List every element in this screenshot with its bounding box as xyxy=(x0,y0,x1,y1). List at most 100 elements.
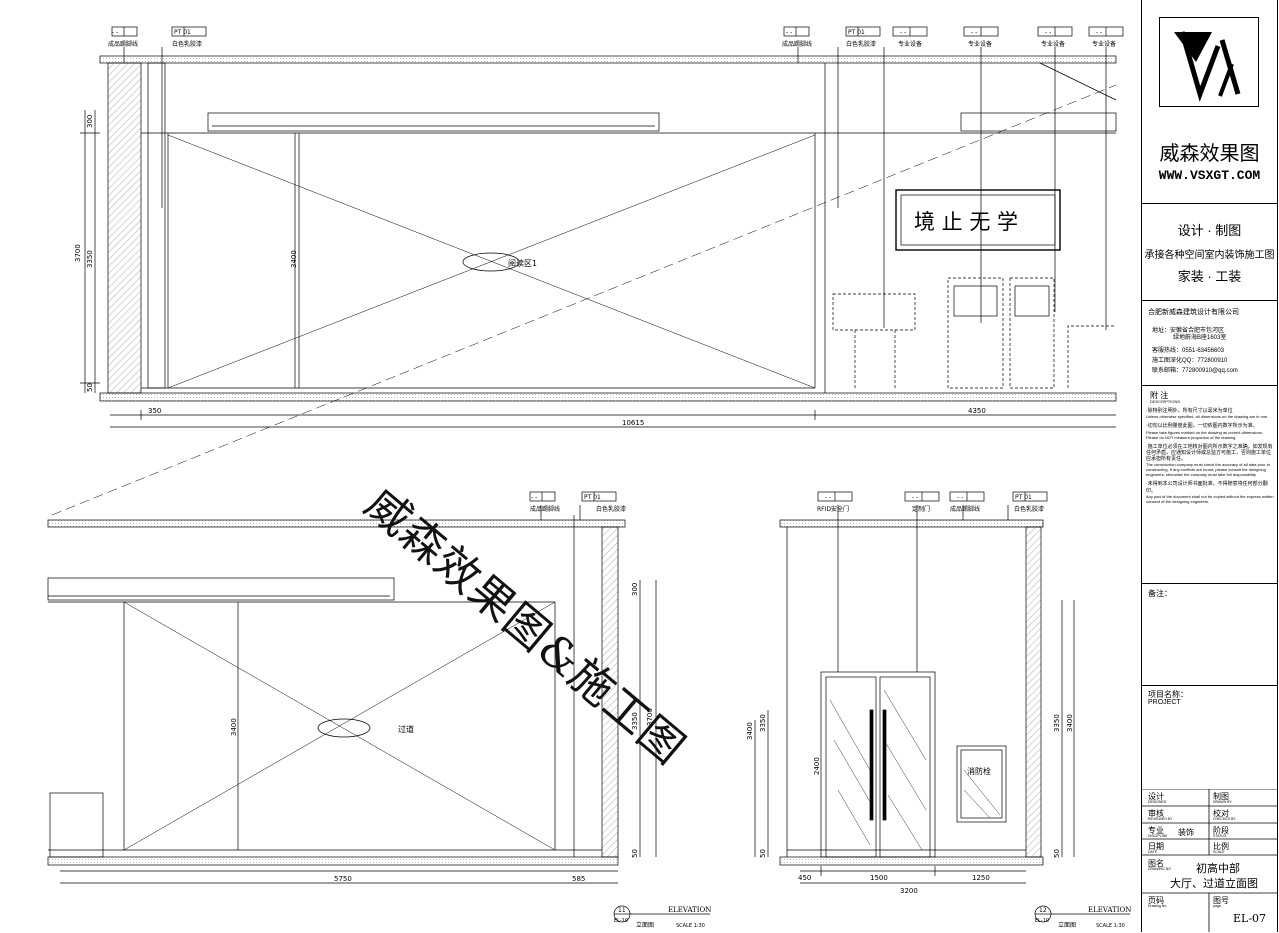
top-tag-label-3: 成品踢脚线 xyxy=(782,40,812,48)
note-1: ·除特别注明外，所有尺寸以毫米为单位 xyxy=(1146,408,1233,414)
project-label: 项目名称： xyxy=(1148,690,1188,699)
sign-fields: 设计 DESIGNED 制图 DRAWN BY 审核 REVIEWED BY 校… xyxy=(1142,789,1277,932)
left-tag-label-1: 成品踢脚线 xyxy=(530,505,560,513)
right-tag-label-1: RFID安全门 xyxy=(817,505,849,513)
service-line-2: 承接各种空间室内装饰施工图 xyxy=(1144,250,1275,261)
door-dim-2400: 2400 xyxy=(813,757,821,775)
right-dim-3400-right: 3400 xyxy=(1066,714,1074,732)
note-3: ·施工单位必须在工地核对图内所示数字之准确，如发现有任何矛盾，应通知设计师或总监… xyxy=(1146,443,1273,463)
field-scale-en: SCALE xyxy=(1213,850,1225,854)
remarks-label: 备注： xyxy=(1148,589,1172,598)
left-dim-3350: 3350 xyxy=(631,712,639,730)
email: 联系邮箱：772800910@qq.com xyxy=(1152,368,1238,374)
left-dims: 300 3350 3700 50 3400 5750 585 xyxy=(230,583,654,883)
right-dim-3200: 3200 xyxy=(900,887,918,895)
left-dim-3400: 3400 xyxy=(230,718,238,736)
right-tag-code-1: - - xyxy=(825,494,831,501)
top-dim-350: 350 xyxy=(148,407,161,415)
left-title-scale: SCALE 1:30 xyxy=(676,923,705,929)
field-major-en: DISCIPLINE xyxy=(1148,834,1168,838)
field-date: 日期 xyxy=(1148,842,1164,851)
right-tag-code-3: - - xyxy=(957,494,963,501)
fire-hydrant-label: 消防栓 xyxy=(967,766,991,776)
note-2-en: Please take figures marked on the drawin… xyxy=(1146,429,1263,440)
field-stage-en: STATUS xyxy=(1213,834,1227,838)
note-3-en: The construction company must check the … xyxy=(1146,462,1271,478)
address-line-1: 地址：安徽省合肥市包河区 xyxy=(1152,328,1225,334)
elevation-drawing: - - 成品踢脚线 PT 01 白色乳胶漆 - - 成品踢脚线 PT 01 白色… xyxy=(47,26,1131,929)
area-label-corridor: 过道 xyxy=(398,724,414,734)
right-tag-code-4: PT 01 xyxy=(1015,494,1032,501)
right-title-name: 立面图 xyxy=(1058,921,1076,929)
field-stage: 阶段 xyxy=(1213,826,1229,835)
top-tag-code-5: - - xyxy=(900,29,906,36)
right-title: 12 EL-10 立面图 ELEVATION SCALE 1:30 xyxy=(1035,906,1131,929)
top-dim-3700: 3700 xyxy=(74,244,82,262)
notes-list: ·除特别注明外，所有尺寸以毫米为单位 Unless otherwise spec… xyxy=(1146,408,1274,504)
field-drawing-name-en: DRAWING NO xyxy=(1148,867,1172,871)
left-dim-585: 585 xyxy=(572,875,585,883)
project-label-en: PROJECT xyxy=(1148,699,1181,706)
right-tag-label-4: 白色乳胶漆 xyxy=(1014,505,1044,513)
right-dim-3350-right: 3350 xyxy=(1053,714,1061,732)
drawing-name-line-1: 初高中部 xyxy=(1196,862,1240,875)
company-website: WWW.VSXGT.COM xyxy=(1158,168,1261,183)
vs-logo-icon xyxy=(1174,31,1241,102)
firm-name: 合肥新威森建筑设计有限公司 xyxy=(1148,309,1239,316)
field-design-en: DESIGNED xyxy=(1148,800,1167,804)
left-tag-code-2: PT 01 xyxy=(584,494,601,501)
notes-title: 附 注 xyxy=(1150,391,1169,400)
top-dim-3400: 3400 xyxy=(290,250,298,268)
field-check: 校对 xyxy=(1213,809,1229,818)
top-tag-code-6: - - xyxy=(971,29,977,36)
top-tag-code-8: - - xyxy=(1096,29,1102,36)
right-dim-50-left: 50 xyxy=(759,849,767,858)
note-4: ·未得到本公司设计师书面批准，不得随意将任何部分翻印。 xyxy=(1146,481,1268,494)
field-drawing-name: 图名 xyxy=(1148,859,1164,868)
sheet-number: EL-07 xyxy=(1233,912,1267,925)
right-title-en: ELEVATION xyxy=(1088,906,1131,914)
title-block: 威森效果图 WWW.VSXGT.COM 设计 · 制图 承接各种空间室内装饰施工… xyxy=(1141,0,1278,932)
top-tags xyxy=(111,26,1124,37)
field-page: 页码 xyxy=(1148,896,1164,905)
right-tag-label-3: 成品踢脚线 xyxy=(950,505,980,513)
top-tag-code-1: - - xyxy=(112,29,118,36)
top-elevation xyxy=(51,47,1117,516)
right-title-num: 12 xyxy=(1039,907,1047,914)
top-dim-50: 50 xyxy=(86,383,94,392)
top-tag-code-3: - - xyxy=(786,29,792,36)
qq: 施工图深化QQ：772800910 xyxy=(1152,358,1228,364)
top-tag-label-8: 专业设备 xyxy=(1092,40,1116,48)
field-page-en: Drawing No. xyxy=(1148,904,1168,908)
field-grid-lines xyxy=(1142,789,1277,932)
company-name: 威森效果图 xyxy=(1159,143,1260,165)
field-review: 审核 xyxy=(1148,809,1164,818)
note-2: ·切勿以比例量度此图，一切依图内数字所示为准。 xyxy=(1146,423,1258,430)
right-dim-1250: 1250 xyxy=(972,874,990,882)
right-tag-label-2: 定制门 xyxy=(912,505,930,513)
right-title-sheet: EL-10 xyxy=(1035,918,1049,924)
left-tag-code-1: - - xyxy=(531,494,537,501)
left-title-sheet: EL-10 xyxy=(614,918,628,924)
top-tag-label-7: 专业设备 xyxy=(1041,40,1065,48)
left-title: 11 EL-10 立面图 ELEVATION SCALE 1:30 xyxy=(614,906,711,929)
note-4-en: Any part of the document shall not be co… xyxy=(1146,494,1274,505)
right-tag-text: - - RFID安全门 - - 定制门 - - 成品踢脚线 PT 01 白色乳胶… xyxy=(817,494,1044,513)
top-tag-label-1: 成品踢脚线 xyxy=(108,40,138,48)
left-title-num: 11 xyxy=(618,907,626,914)
top-dim-3350: 3350 xyxy=(86,250,94,268)
left-dim-300: 300 xyxy=(631,583,639,596)
right-tags xyxy=(817,491,1048,502)
field-review-en: REVIEWED BY xyxy=(1148,817,1173,821)
field-sheet-en: page. xyxy=(1213,904,1222,908)
plaque-text: 境 止 无 学 xyxy=(914,210,1018,234)
right-dims: 3400 3350 50 3350 3400 50 2400 450 1500 … xyxy=(746,714,1074,895)
left-dim-3700: 3700 xyxy=(646,708,654,726)
area-label-reading: 阅读区1 xyxy=(508,258,537,268)
right-dim-3400-left: 3400 xyxy=(746,722,754,740)
top-tag-text: - - 成品踢脚线 PT 01 白色乳胶漆 - - 成品踢脚线 PT 01 白色… xyxy=(108,29,1116,48)
right-tag-code-2: - - xyxy=(912,494,918,501)
service-line-1: 设计 · 制图 xyxy=(1177,223,1242,238)
drawing-name-line-2: 大厅、过道立面图 xyxy=(1170,877,1258,890)
field-scale: 比例 xyxy=(1213,842,1229,851)
